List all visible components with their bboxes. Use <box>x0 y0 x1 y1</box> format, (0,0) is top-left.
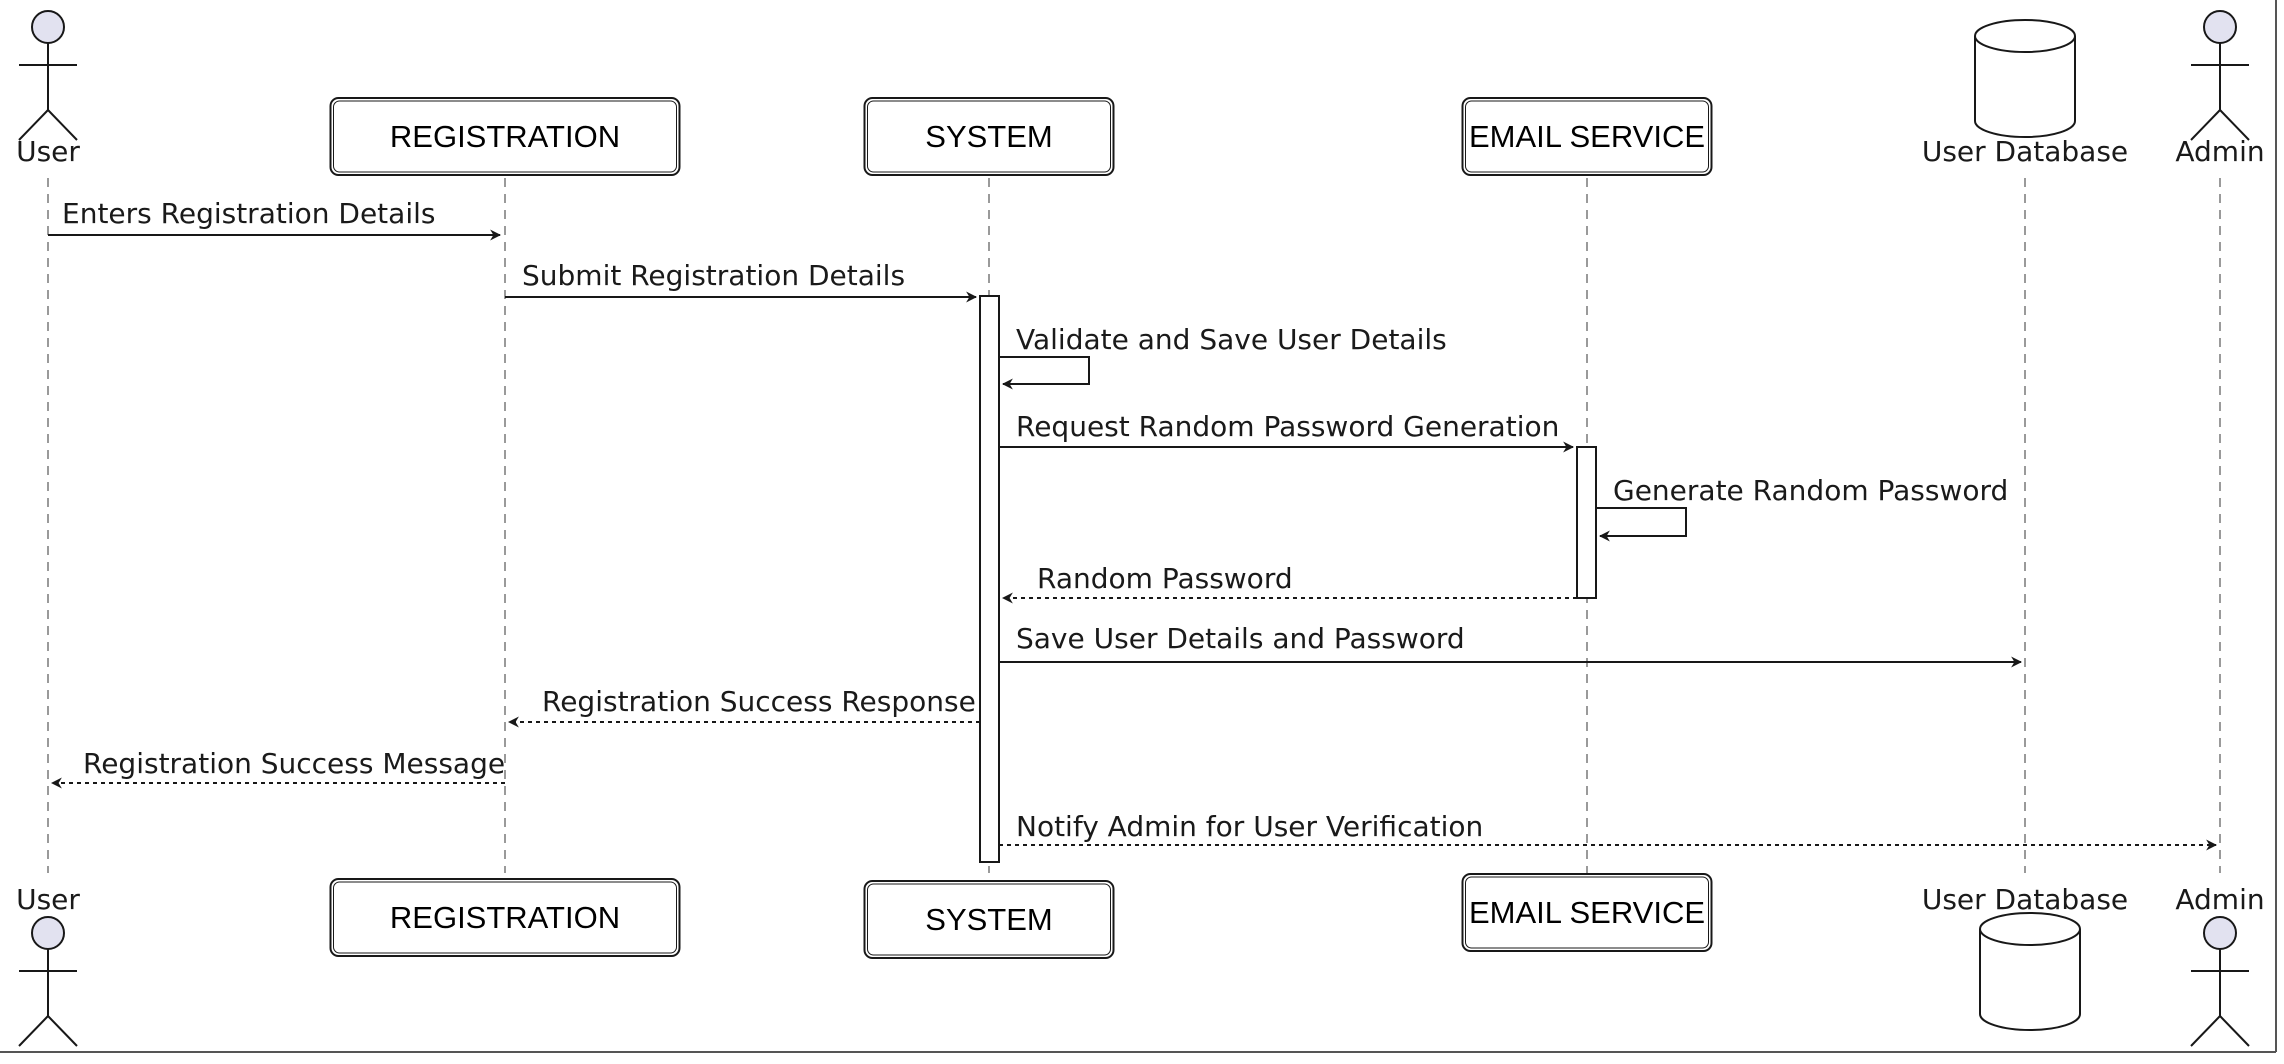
participant-system-bottom: SYSTEM <box>863 880 1115 959</box>
actor-head-icon <box>2203 10 2237 44</box>
participant-registration-bottom: REGISTRATION <box>329 878 681 957</box>
database-db-top-icon <box>1974 19 2076 138</box>
actor-left-leg <box>18 109 49 141</box>
message-label: Registration Success Response <box>542 685 976 718</box>
participant-label: SYSTEM <box>925 119 1052 154</box>
message-label: Registration Success Message <box>83 747 505 780</box>
activation-bar-email-service <box>1576 446 1597 599</box>
participant-box <box>863 97 1115 176</box>
actor-head-icon <box>2203 916 2237 950</box>
actor-admin-bottom-icon <box>2190 916 2250 1047</box>
participant-label-user-bottom: User <box>16 883 80 916</box>
actor-left-leg <box>2190 109 2221 141</box>
participant-registration-top: REGISTRATION <box>329 97 681 176</box>
participant-box-inner <box>333 100 677 173</box>
participant-label-admin-top: Admin <box>2175 135 2264 168</box>
participant-system-top: SYSTEM <box>863 97 1115 176</box>
participant-label-admin-bottom: Admin <box>2175 883 2264 916</box>
participant-label-user-top: User <box>16 135 80 168</box>
database-db-bottom-icon <box>1979 912 2081 1031</box>
actor-user-bottom-icon <box>18 916 78 1047</box>
participant-box <box>863 880 1115 959</box>
message-arrow <box>1596 507 1687 542</box>
message-10: Notify Admin for User Verification <box>999 810 2218 851</box>
activation-bar-system <box>979 295 1000 863</box>
participant-label: SYSTEM <box>925 902 1052 937</box>
message-9: Registration Success Message <box>50 747 505 789</box>
actor-right-leg <box>2219 1015 2250 1047</box>
participant-label: REGISTRATION <box>390 119 620 154</box>
actor-user-top-icon <box>18 10 78 141</box>
participant-label-db-top: User Database <box>1922 135 2128 168</box>
message-label: Enters Registration Details <box>62 197 435 230</box>
message-1: Enters Registration Details <box>48 197 502 241</box>
actor-head-icon <box>31 916 65 950</box>
message-label: Submit Registration Details <box>522 259 905 292</box>
actor-right-leg <box>2219 109 2250 141</box>
participant-label-db-bottom: User Database <box>1922 883 2128 916</box>
message-2: Submit Registration Details <box>505 259 978 303</box>
database-body <box>1974 36 2076 138</box>
message-8: Registration Success Response <box>507 685 980 728</box>
message-label: Generate Random Password <box>1613 474 2008 507</box>
actor-admin-top-icon <box>2190 10 2250 141</box>
message-label: Request Random Password Generation <box>1016 410 1559 443</box>
message-5: Generate Random Password <box>1596 474 2008 542</box>
actor-right-leg <box>47 1015 78 1047</box>
participant-box-inner <box>867 100 1111 173</box>
message-3: Validate and Save User Details <box>999 323 1447 390</box>
actor-head-icon <box>31 10 65 44</box>
database-body <box>1979 929 2081 1031</box>
database-top <box>1974 19 2076 53</box>
message-label: Validate and Save User Details <box>1016 323 1447 356</box>
message-label: Save User Details and Password <box>1016 622 1465 655</box>
actor-left-leg <box>2190 1015 2221 1047</box>
participant-email-top: EMAIL SERVICE <box>1461 97 1713 176</box>
message-label: Notify Admin for User Verification <box>1016 810 1483 843</box>
participant-box <box>329 878 681 957</box>
message-arrow <box>999 356 1090 390</box>
participant-box-inner <box>1465 100 1709 173</box>
participant-label: REGISTRATION <box>390 900 620 935</box>
actor-left-leg <box>18 1015 49 1047</box>
participant-box-inner <box>333 881 677 954</box>
participant-email-bottom: EMAIL SERVICE <box>1461 873 1713 952</box>
participant-box-inner <box>867 883 1111 956</box>
participant-box <box>1461 97 1713 176</box>
participant-box <box>329 97 681 176</box>
message-label: Random Password <box>1037 562 1293 595</box>
message-6: Random Password <box>1001 562 1577 604</box>
participant-label: EMAIL SERVICE <box>1469 119 1705 154</box>
database-top <box>1979 912 2081 946</box>
message-7: Save User Details and Password <box>999 622 2023 668</box>
actor-right-leg <box>47 109 78 141</box>
participant-box <box>1461 873 1713 952</box>
participant-label: EMAIL SERVICE <box>1469 895 1705 930</box>
message-4: Request Random Password Generation <box>999 410 1575 453</box>
participant-box-inner <box>1465 876 1709 949</box>
